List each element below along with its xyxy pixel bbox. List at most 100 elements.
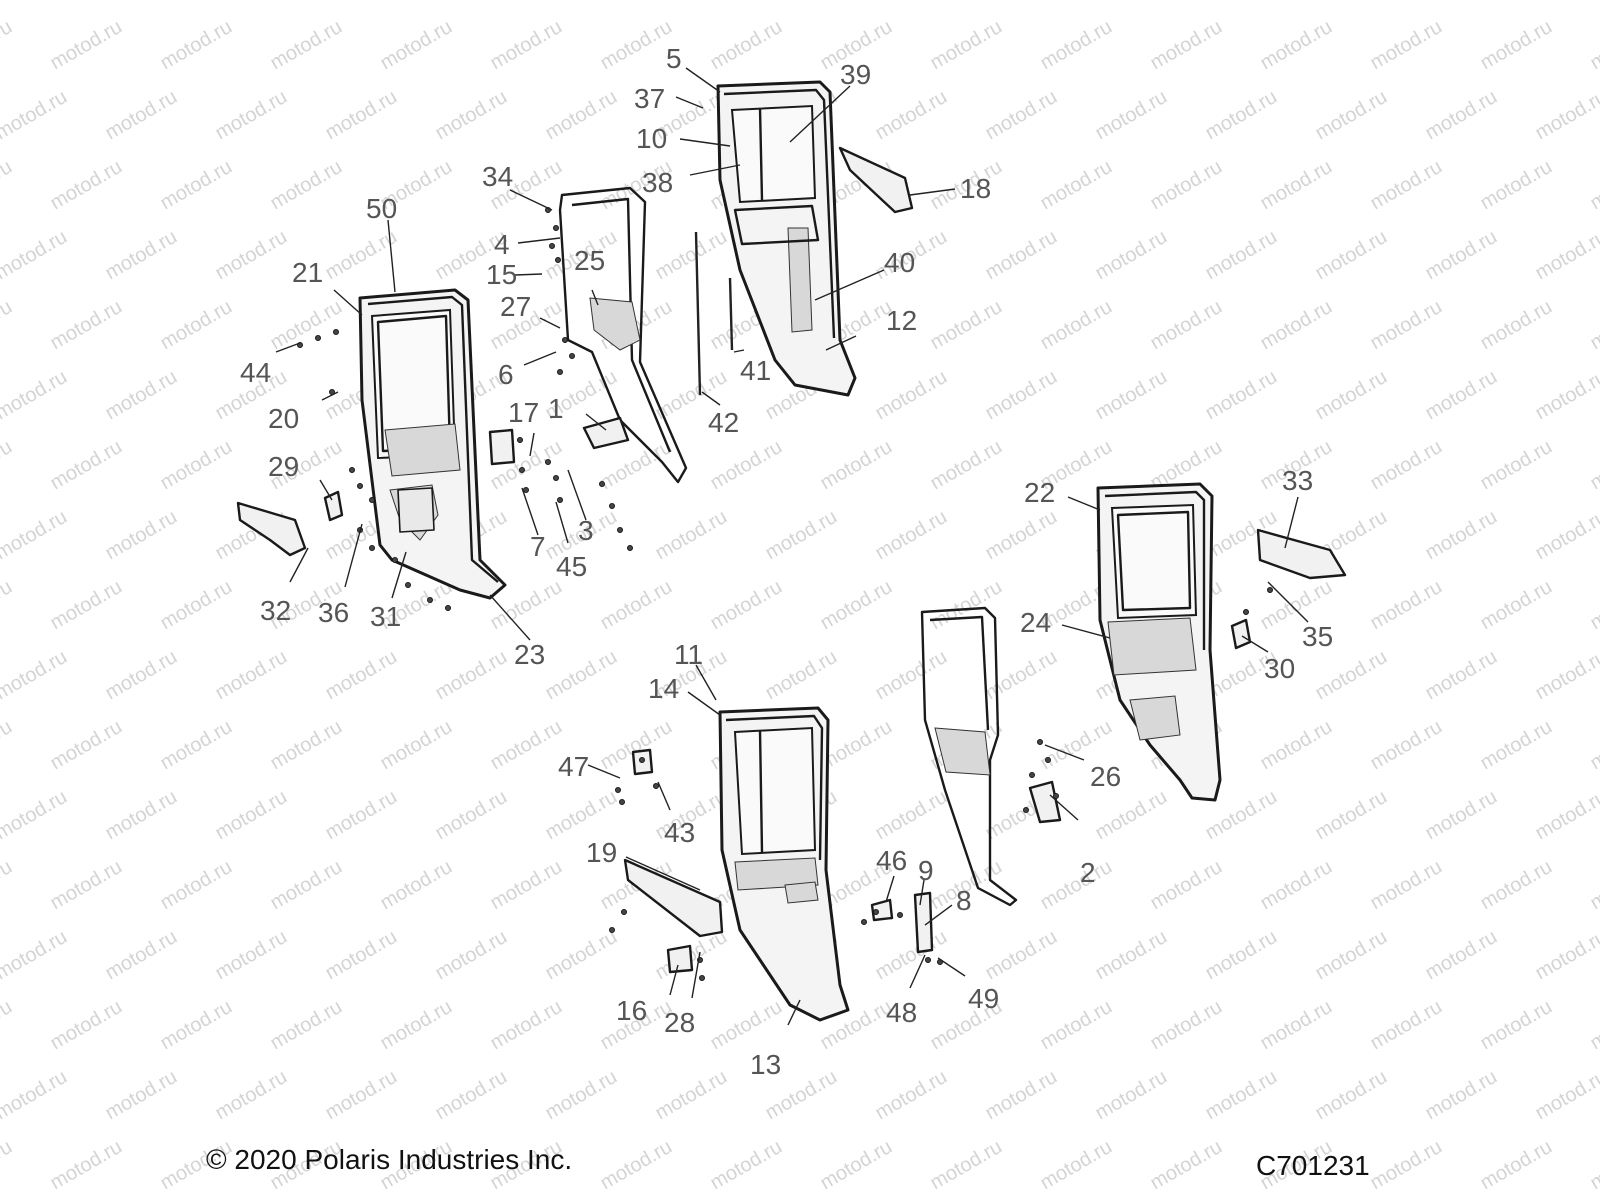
watermark-text: motod.ru — [1587, 296, 1600, 355]
fastener-mark — [621, 909, 628, 916]
watermark-text: motod.ru — [377, 996, 456, 1055]
watermark-text: motod.ru — [1532, 0, 1600, 4]
watermark-text: motod.ru — [47, 296, 126, 355]
callout-17: 17 — [508, 397, 539, 428]
watermark-text: motod.ru — [1367, 996, 1446, 1055]
watermark-text: motod.ru — [1532, 646, 1600, 705]
watermark-text: motod.ru — [982, 226, 1061, 285]
watermark-text: motod.ru — [817, 1136, 896, 1195]
callout-22: 22 — [1024, 477, 1055, 508]
callout-34: 34 — [482, 161, 513, 192]
watermark-text: motod.ru — [0, 296, 16, 355]
watermark-text: motod.ru — [1037, 16, 1116, 75]
callout-38: 38 — [642, 167, 673, 198]
watermark-text: motod.ru — [0, 366, 71, 425]
watermark-text: motod.ru — [0, 926, 71, 985]
door-panel-left-front — [358, 288, 507, 600]
watermark-text: motod.ru — [267, 996, 346, 1055]
callout-48: 48 — [886, 997, 917, 1028]
watermark-text: motod.ru — [267, 296, 346, 355]
watermark-text: motod.ru — [1367, 576, 1446, 635]
fastener-mark — [332, 328, 339, 335]
leader-lines — [275, 67, 1309, 1026]
fastener-mark — [557, 496, 564, 503]
watermark-text: motod.ru — [1422, 366, 1501, 425]
watermark-text: motod.ru — [157, 576, 236, 635]
callout-14: 14 — [648, 673, 679, 704]
watermark-text: motod.ru — [0, 226, 71, 285]
watermark-text: motod.ru — [1257, 156, 1336, 215]
watermark-text: motod.ru — [1587, 576, 1600, 635]
fastener-mark — [356, 482, 363, 489]
watermark-text: motod.ru — [707, 1136, 786, 1195]
callout-1: 1 — [548, 393, 564, 424]
watermark-text: motod.ru — [102, 506, 181, 565]
watermark-text: motod.ru — [542, 646, 621, 705]
watermark-text: motod.ru — [1532, 366, 1600, 425]
watermark-text: motod.ru — [212, 926, 291, 985]
door-panel-rear-upper — [716, 80, 857, 397]
callout-3: 3 — [578, 515, 594, 546]
watermark-text: motod.ru — [1037, 856, 1116, 915]
callout-8: 8 — [956, 885, 972, 916]
watermark-text: motod.ru — [982, 366, 1061, 425]
watermark-text: motod.ru — [47, 1136, 126, 1195]
watermark-text: motod.ru — [377, 16, 456, 75]
watermark-text: motod.ru — [542, 1066, 621, 1125]
watermark-text: motod.ru — [707, 576, 786, 635]
callout-36: 36 — [318, 597, 349, 628]
watermark-text: motod.ru — [0, 576, 16, 635]
watermark-text: motod.ru — [322, 926, 401, 985]
watermark-text: motod.ru — [1422, 0, 1501, 4]
fastener-mark — [861, 919, 868, 926]
watermark-text: motod.ru — [1257, 16, 1336, 75]
watermark-text: motod.ru — [1147, 16, 1226, 75]
watermark-text: motod.ru — [707, 996, 786, 1055]
watermark-text: motod.ru — [322, 0, 401, 4]
watermark-text: motod.ru — [652, 506, 731, 565]
watermark-text: motod.ru — [432, 0, 511, 4]
callout-37: 37 — [634, 83, 665, 114]
callout-21: 21 — [292, 257, 323, 288]
watermark-text: motod.ru — [1422, 1066, 1501, 1125]
watermark-text: motod.ru — [1422, 926, 1501, 985]
door-panel-lower-center — [718, 706, 850, 1022]
callout-15: 15 — [486, 259, 517, 290]
watermark-text: motod.ru — [1312, 1066, 1391, 1125]
watermark-text: motod.ru — [1312, 366, 1391, 425]
watermark-text: motod.ru — [487, 856, 566, 915]
watermark-text: motod.ru — [1312, 926, 1391, 985]
watermark-text: motod.ru — [1312, 226, 1391, 285]
watermark-text: motod.ru — [487, 16, 566, 75]
callout-16: 16 — [616, 995, 647, 1026]
watermark-text: motod.ru — [0, 856, 16, 915]
watermark-text: motod.ru — [927, 16, 1006, 75]
watermark-text: motod.ru — [1477, 576, 1556, 635]
watermark-text: motod.ru — [432, 646, 511, 705]
callout-13: 13 — [750, 1049, 781, 1080]
fastener-mark — [609, 927, 616, 934]
callout-2: 2 — [1080, 857, 1096, 888]
watermark-text: motod.ru — [1532, 86, 1600, 145]
watermark-text: motod.ru — [0, 16, 16, 75]
watermark-text: motod.ru — [322, 86, 401, 145]
watermark-text: motod.ru — [47, 436, 126, 495]
fastener-mark — [1045, 757, 1052, 764]
callout-5: 5 — [666, 43, 682, 74]
watermark-text: motod.ru — [1037, 156, 1116, 215]
watermark-text: motod.ru — [1092, 0, 1171, 4]
watermark-text: motod.ru — [652, 1066, 731, 1125]
callout-10: 10 — [636, 123, 667, 154]
watermark-text: motod.ru — [1312, 786, 1391, 845]
fastener-mark — [599, 480, 606, 487]
watermark-text: motod.ru — [1147, 1136, 1226, 1195]
callout-39: 39 — [840, 59, 871, 90]
watermark-text: motod.ru — [542, 86, 621, 145]
watermark-text: motod.ru — [102, 926, 181, 985]
callout-31: 31 — [370, 601, 401, 632]
watermark-text: motod.ru — [542, 786, 621, 845]
watermark-text: motod.ru — [267, 716, 346, 775]
watermark-text: motod.ru — [1202, 0, 1281, 4]
watermark-text: motod.ru — [1257, 716, 1336, 775]
